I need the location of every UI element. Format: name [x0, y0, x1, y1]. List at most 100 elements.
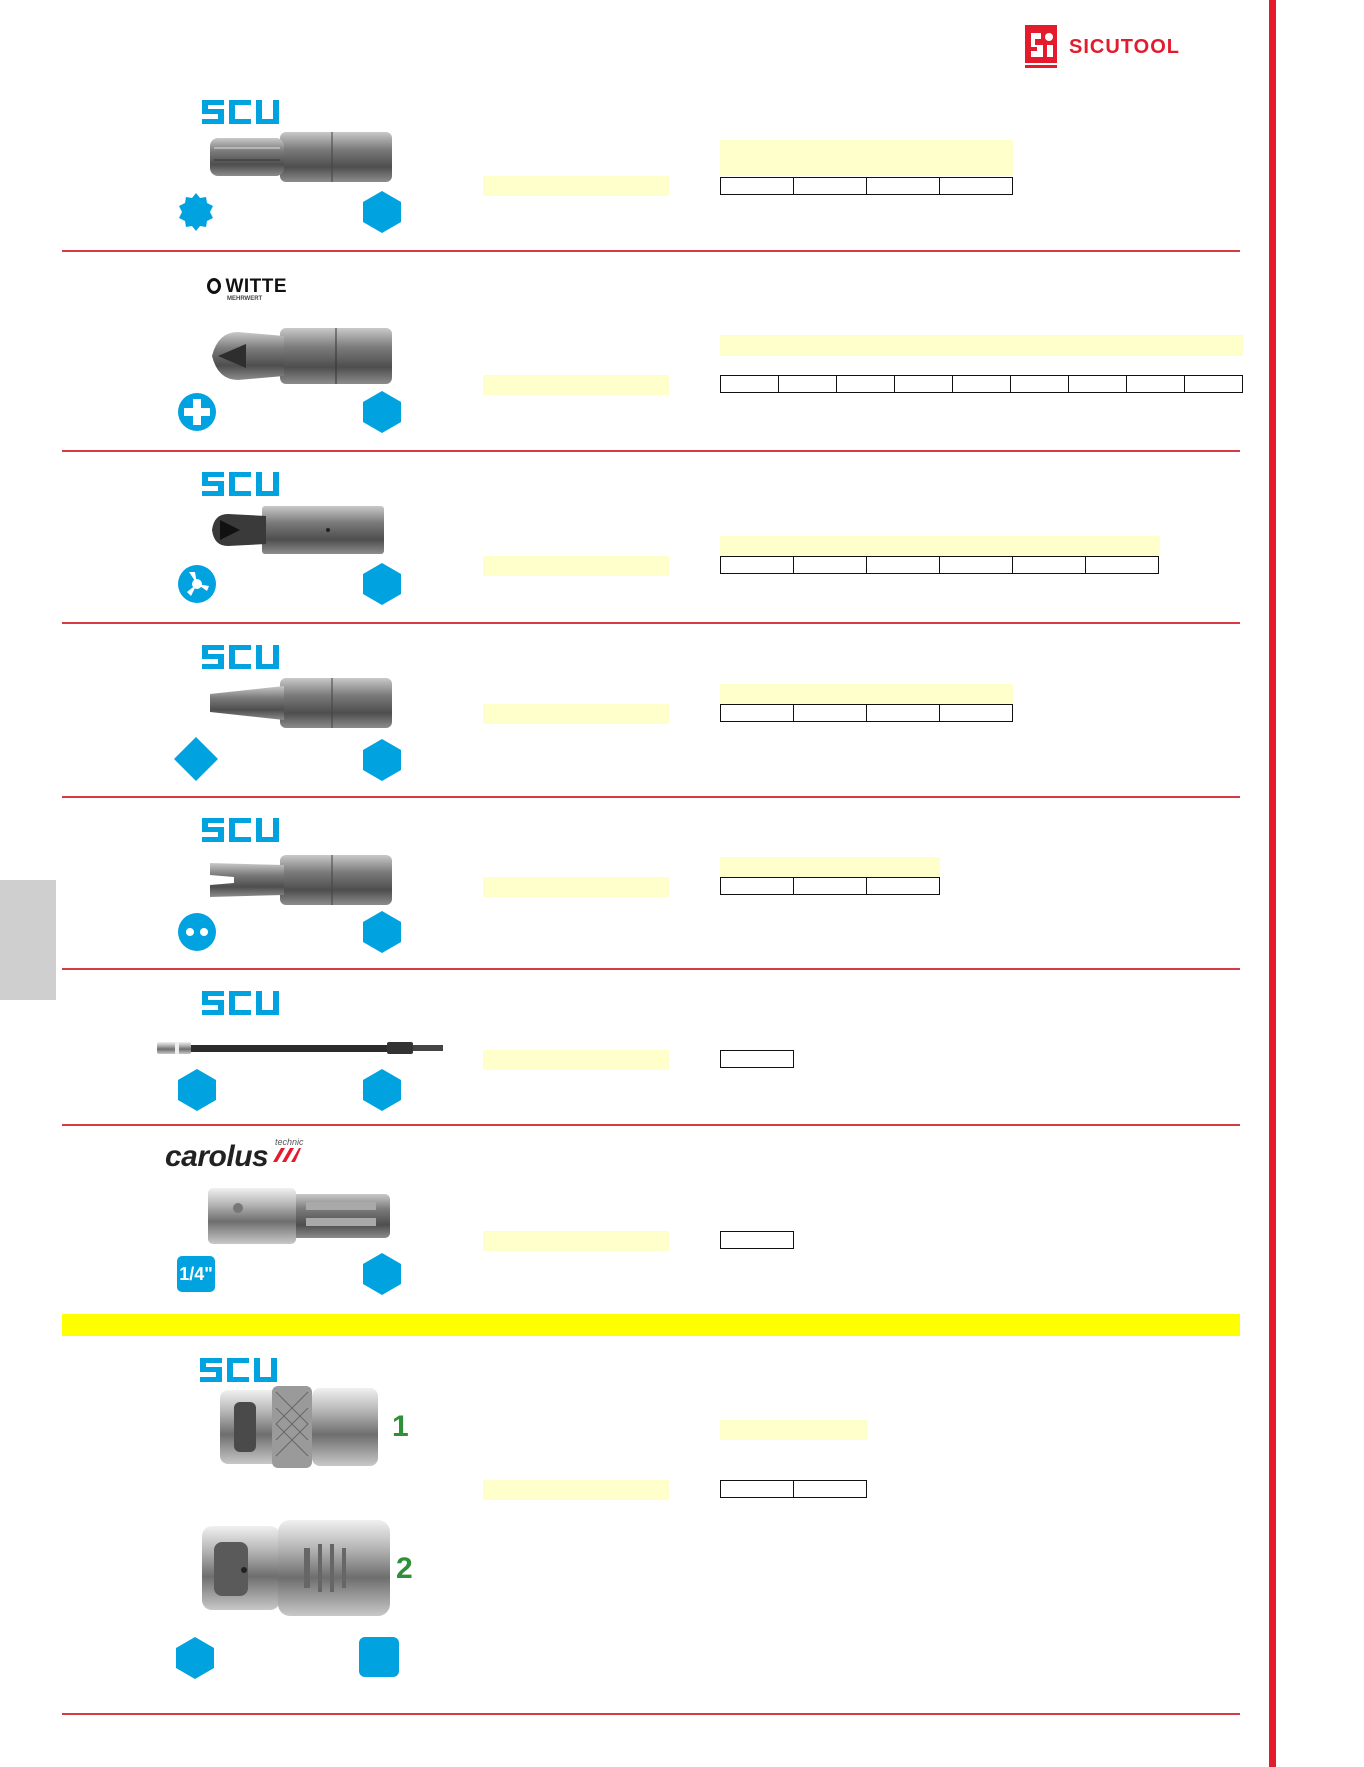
row-divider [62, 1124, 1240, 1126]
square-drive-icon [359, 1637, 399, 1677]
size-header-field [720, 536, 1160, 556]
row-divider [62, 1713, 1240, 1715]
tri-wing-bit-image [212, 328, 392, 384]
tri-wing-icon [178, 565, 216, 603]
scu-logo [200, 1358, 278, 1382]
size-cell [940, 556, 1013, 574]
scu-logo [202, 472, 280, 496]
witte-name: WITTE [225, 276, 288, 297]
hex-icon [363, 1253, 401, 1295]
size-cell [1127, 375, 1185, 393]
sicutool-logo: SICUTOOL [1023, 23, 1217, 69]
size-cell [720, 1480, 794, 1498]
size-cell [940, 177, 1013, 195]
row-divider [62, 622, 1240, 624]
size-cell [720, 1231, 794, 1249]
scu-logo-icon [202, 100, 279, 124]
scu-logo [202, 991, 280, 1015]
scu-logo [202, 818, 280, 842]
description-field [483, 1231, 669, 1251]
size-header-field [720, 684, 1013, 704]
scu-logo-icon [202, 645, 279, 669]
size-cell [794, 704, 867, 722]
extension-bit-image [157, 1042, 443, 1054]
bit-holder-1-image [220, 1386, 378, 1468]
description-field [483, 176, 669, 196]
variant-label-1: 1 [392, 1410, 409, 1443]
section-highlight-bar [62, 1314, 1240, 1336]
size-header-field [720, 140, 1013, 176]
witte-subtitle: MEHRWERT [227, 296, 263, 302]
scu-logo [202, 645, 280, 669]
size-cell [1185, 375, 1243, 393]
spanner-bit-image [210, 855, 392, 905]
hex-icon [363, 391, 401, 433]
size-cells [720, 556, 1159, 574]
description-field [483, 556, 669, 576]
scu-logo-icon [200, 1358, 277, 1382]
size-cell [720, 704, 794, 722]
size-cell [837, 375, 895, 393]
square-bit-image [210, 678, 392, 728]
carolus-stripes-icon [272, 1148, 301, 1162]
hex-icon [363, 1069, 401, 1111]
square-adapter-image [208, 1188, 390, 1244]
size-cells [720, 375, 1243, 393]
size-header-field [720, 857, 940, 877]
section-tab [0, 880, 56, 1000]
row-divider [62, 450, 1240, 452]
variant-label-2: 2 [396, 1552, 413, 1585]
witte-mark-icon [207, 278, 221, 294]
size-cell [720, 556, 794, 574]
witte-logo: WITTE MEHRWERT [207, 276, 287, 302]
scu-logo-icon [202, 818, 279, 842]
size-cells [720, 177, 1013, 195]
two-hole-icon [178, 913, 216, 951]
description-field [483, 1050, 669, 1070]
size-header-field [720, 335, 1243, 356]
row-divider [62, 796, 1240, 798]
bit-holder-2-image [202, 1520, 390, 1616]
size-cell [794, 556, 867, 574]
size-cells [720, 1480, 867, 1498]
size-cells [720, 877, 940, 895]
brand-name: SICUTOOL [1069, 36, 1180, 58]
tri-point-bit-image [212, 506, 384, 554]
size-cell [720, 375, 779, 393]
hex-icon [363, 563, 401, 605]
square-icon [174, 737, 218, 781]
size-cells [720, 1050, 794, 1068]
hex-icon [176, 1637, 214, 1679]
size-cell [720, 877, 794, 895]
size-cell [1013, 556, 1086, 574]
size-cells [720, 1231, 794, 1249]
quarter-inch-label: 1/4" [179, 1263, 213, 1284]
size-header-field [720, 1420, 867, 1440]
size-cell [794, 877, 867, 895]
size-cell [794, 177, 867, 195]
scu-logo-icon [202, 991, 279, 1015]
xzn-bit-image [210, 132, 392, 182]
row-divider [62, 250, 1240, 252]
page-edge-bar [1269, 0, 1276, 1767]
size-cell [1086, 556, 1159, 574]
carolus-logo: technic carolus [165, 1137, 325, 1180]
hex-icon [363, 739, 401, 781]
description-field [483, 375, 669, 395]
hex-icon [363, 911, 401, 953]
spline-icon [179, 193, 213, 231]
phillips-icon [178, 393, 216, 431]
description-field [483, 877, 669, 897]
size-cell [720, 1050, 794, 1068]
quarter-inch-icon: 1/4" [177, 1256, 215, 1292]
description-field [483, 704, 669, 724]
size-cell [867, 704, 940, 722]
size-cell [940, 704, 1013, 722]
size-cells [720, 704, 1013, 722]
size-cell [867, 556, 940, 574]
size-cell [794, 1480, 867, 1498]
carolus-name: carolus [165, 1140, 269, 1173]
carolus-tagline: technic [275, 1137, 304, 1147]
description-field [483, 1480, 669, 1500]
size-cell [867, 877, 940, 895]
